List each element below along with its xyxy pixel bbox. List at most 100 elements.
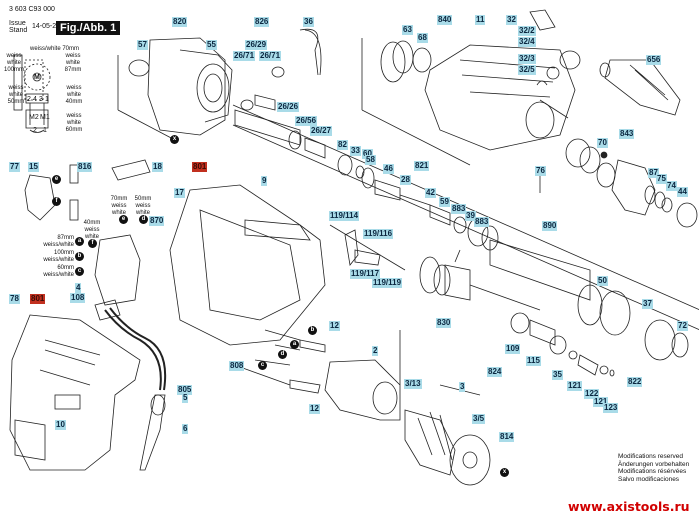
marker-f-brush: f [52, 197, 61, 206]
modifications-de: Änderungen vorbehalten [618, 460, 690, 468]
part-label-74[interactable]: 74 [666, 181, 677, 191]
part-label-18[interactable]: 18 [152, 162, 163, 172]
part-label-821[interactable]: 821 [414, 161, 430, 171]
part-label-26-71-a[interactable]: 26/71 [233, 51, 256, 61]
part-label-121-b[interactable]: 121 [593, 397, 609, 407]
part-label-11[interactable]: 11 [475, 15, 486, 25]
part-label-26-29[interactable]: 26/29 [245, 40, 268, 50]
power-cord-6 [104, 307, 167, 471]
part-label-801-rear[interactable]: 801 [30, 294, 46, 304]
rear-housing-801 [9, 314, 141, 471]
part-label-4[interactable]: 4 [75, 283, 82, 293]
part-label-32-4[interactable]: 32/4 [518, 37, 536, 47]
switch-wire-87mm: 87mm weiss/white [43, 235, 74, 248]
part-label-814[interactable]: 814 [499, 432, 515, 442]
part-label-55[interactable]: 55 [206, 40, 217, 50]
motor-symbol: M [34, 74, 40, 81]
part-label-46[interactable]: 46 [383, 164, 394, 174]
part-label-44[interactable]: 44 [677, 187, 688, 197]
part-label-78[interactable]: 78 [9, 294, 20, 304]
part-label-10[interactable]: 10 [55, 420, 66, 430]
part-label-36[interactable]: 36 [303, 17, 314, 27]
marker-d-brush: d [278, 350, 287, 359]
part-label-57[interactable]: 57 [137, 40, 148, 50]
part-label-12-bottom[interactable]: 12 [309, 404, 320, 414]
part-label-32-3[interactable]: 32/3 [518, 54, 536, 64]
part-label-840[interactable]: 840 [437, 15, 453, 25]
part-label-883-a[interactable]: 883 [451, 204, 467, 214]
part-label-805[interactable]: 805 [177, 385, 193, 395]
part-label-50[interactable]: 50 [597, 276, 608, 286]
terminal-m2: M2 [29, 114, 39, 121]
part-label-70[interactable]: 70 [597, 138, 608, 148]
field-coil-2 [239, 329, 401, 421]
part-label-808[interactable]: 808 [229, 361, 245, 371]
part-label-35[interactable]: 35 [552, 370, 563, 380]
part-label-820[interactable]: 820 [172, 17, 188, 27]
part-label-3-5[interactable]: 3/5 [472, 414, 486, 424]
part-label-115[interactable]: 115 [526, 356, 541, 366]
part-label-816[interactable]: 816 [77, 162, 93, 172]
part-label-26-26[interactable]: 26/26 [277, 102, 300, 112]
part-label-77[interactable]: 77 [9, 162, 20, 172]
part-label-75[interactable]: 75 [656, 174, 667, 184]
part-label-890[interactable]: 890 [542, 221, 558, 231]
part-label-123[interactable]: 123 [603, 403, 619, 413]
part-label-2[interactable]: 2 [372, 346, 379, 356]
part-label-32-5[interactable]: 32/5 [518, 65, 536, 75]
part-label-843[interactable]: 843 [619, 129, 635, 139]
part-label-39[interactable]: 39 [465, 211, 476, 221]
part-label-26-27[interactable]: 26/27 [310, 126, 333, 136]
part-label-33[interactable]: 33 [350, 146, 361, 156]
hammer-tube-housing [380, 40, 576, 151]
part-label-15[interactable]: 15 [28, 162, 39, 172]
part-label-87[interactable]: 87 [648, 168, 659, 178]
part-label-108[interactable]: 108 [70, 293, 86, 303]
part-label-119-117[interactable]: 119/117 [350, 269, 381, 279]
part-label-119-119[interactable]: 119/119 [372, 278, 403, 288]
part-label-58[interactable]: 58 [365, 155, 376, 165]
part-label-26-56[interactable]: 26/56 [295, 116, 318, 126]
part-label-82[interactable]: 82 [337, 140, 348, 150]
part-label-822[interactable]: 822 [627, 377, 643, 387]
part-label-60[interactable]: 60 [362, 149, 373, 159]
part-label-122[interactable]: 122 [584, 389, 600, 399]
part-label-72[interactable]: 72 [677, 321, 688, 331]
part-label-5[interactable]: 5 [182, 393, 189, 403]
part-label-68[interactable]: 68 [417, 33, 428, 43]
part-label-37[interactable]: 37 [642, 299, 653, 309]
part-label-801-housing[interactable]: 801 [192, 162, 208, 172]
part-label-3[interactable]: 3 [459, 382, 466, 392]
part-label-830[interactable]: 830 [436, 318, 452, 328]
part-label-63[interactable]: 63 [402, 25, 413, 35]
part-label-121-a[interactable]: 121 [567, 381, 583, 391]
part-label-883-b[interactable]: 883 [474, 217, 490, 227]
website-link[interactable]: www.axistools.ru [568, 499, 690, 514]
part-label-17[interactable]: 17 [174, 188, 185, 198]
part-label-32[interactable]: 32 [506, 15, 517, 25]
part-label-119-114[interactable]: 119/114 [329, 211, 360, 221]
part-label-109[interactable]: 109 [505, 344, 521, 354]
terminal-bottom-1: 1 [43, 127, 47, 134]
part-label-28[interactable]: 28 [400, 175, 411, 185]
part-label-59[interactable]: 59 [439, 197, 450, 207]
part-label-26-71-b[interactable]: 26/71 [259, 51, 282, 61]
brush-holder-15 [24, 159, 151, 221]
armature-3 [404, 409, 491, 486]
part-label-656[interactable]: 656 [646, 55, 662, 65]
part-label-824[interactable]: 824 [487, 367, 503, 377]
part-label-826[interactable]: 826 [254, 17, 270, 27]
modifications-es: Salvo modificaciones [618, 475, 680, 483]
marker-d-switch: d [139, 215, 148, 224]
part-label-870[interactable]: 870 [149, 216, 165, 226]
part-label-12-top[interactable]: 12 [329, 321, 340, 331]
marker-e-switch: e [119, 215, 128, 224]
striker-assembly [288, 130, 591, 301]
part-label-76[interactable]: 76 [535, 166, 546, 176]
part-label-9[interactable]: 9 [261, 176, 268, 186]
part-label-119-116[interactable]: 119/116 [363, 229, 394, 239]
part-label-6[interactable]: 6 [182, 424, 189, 434]
part-label-32-2[interactable]: 32/2 [518, 26, 536, 36]
part-label-3-13[interactable]: 3/13 [404, 379, 422, 389]
part-label-42[interactable]: 42 [425, 188, 436, 198]
